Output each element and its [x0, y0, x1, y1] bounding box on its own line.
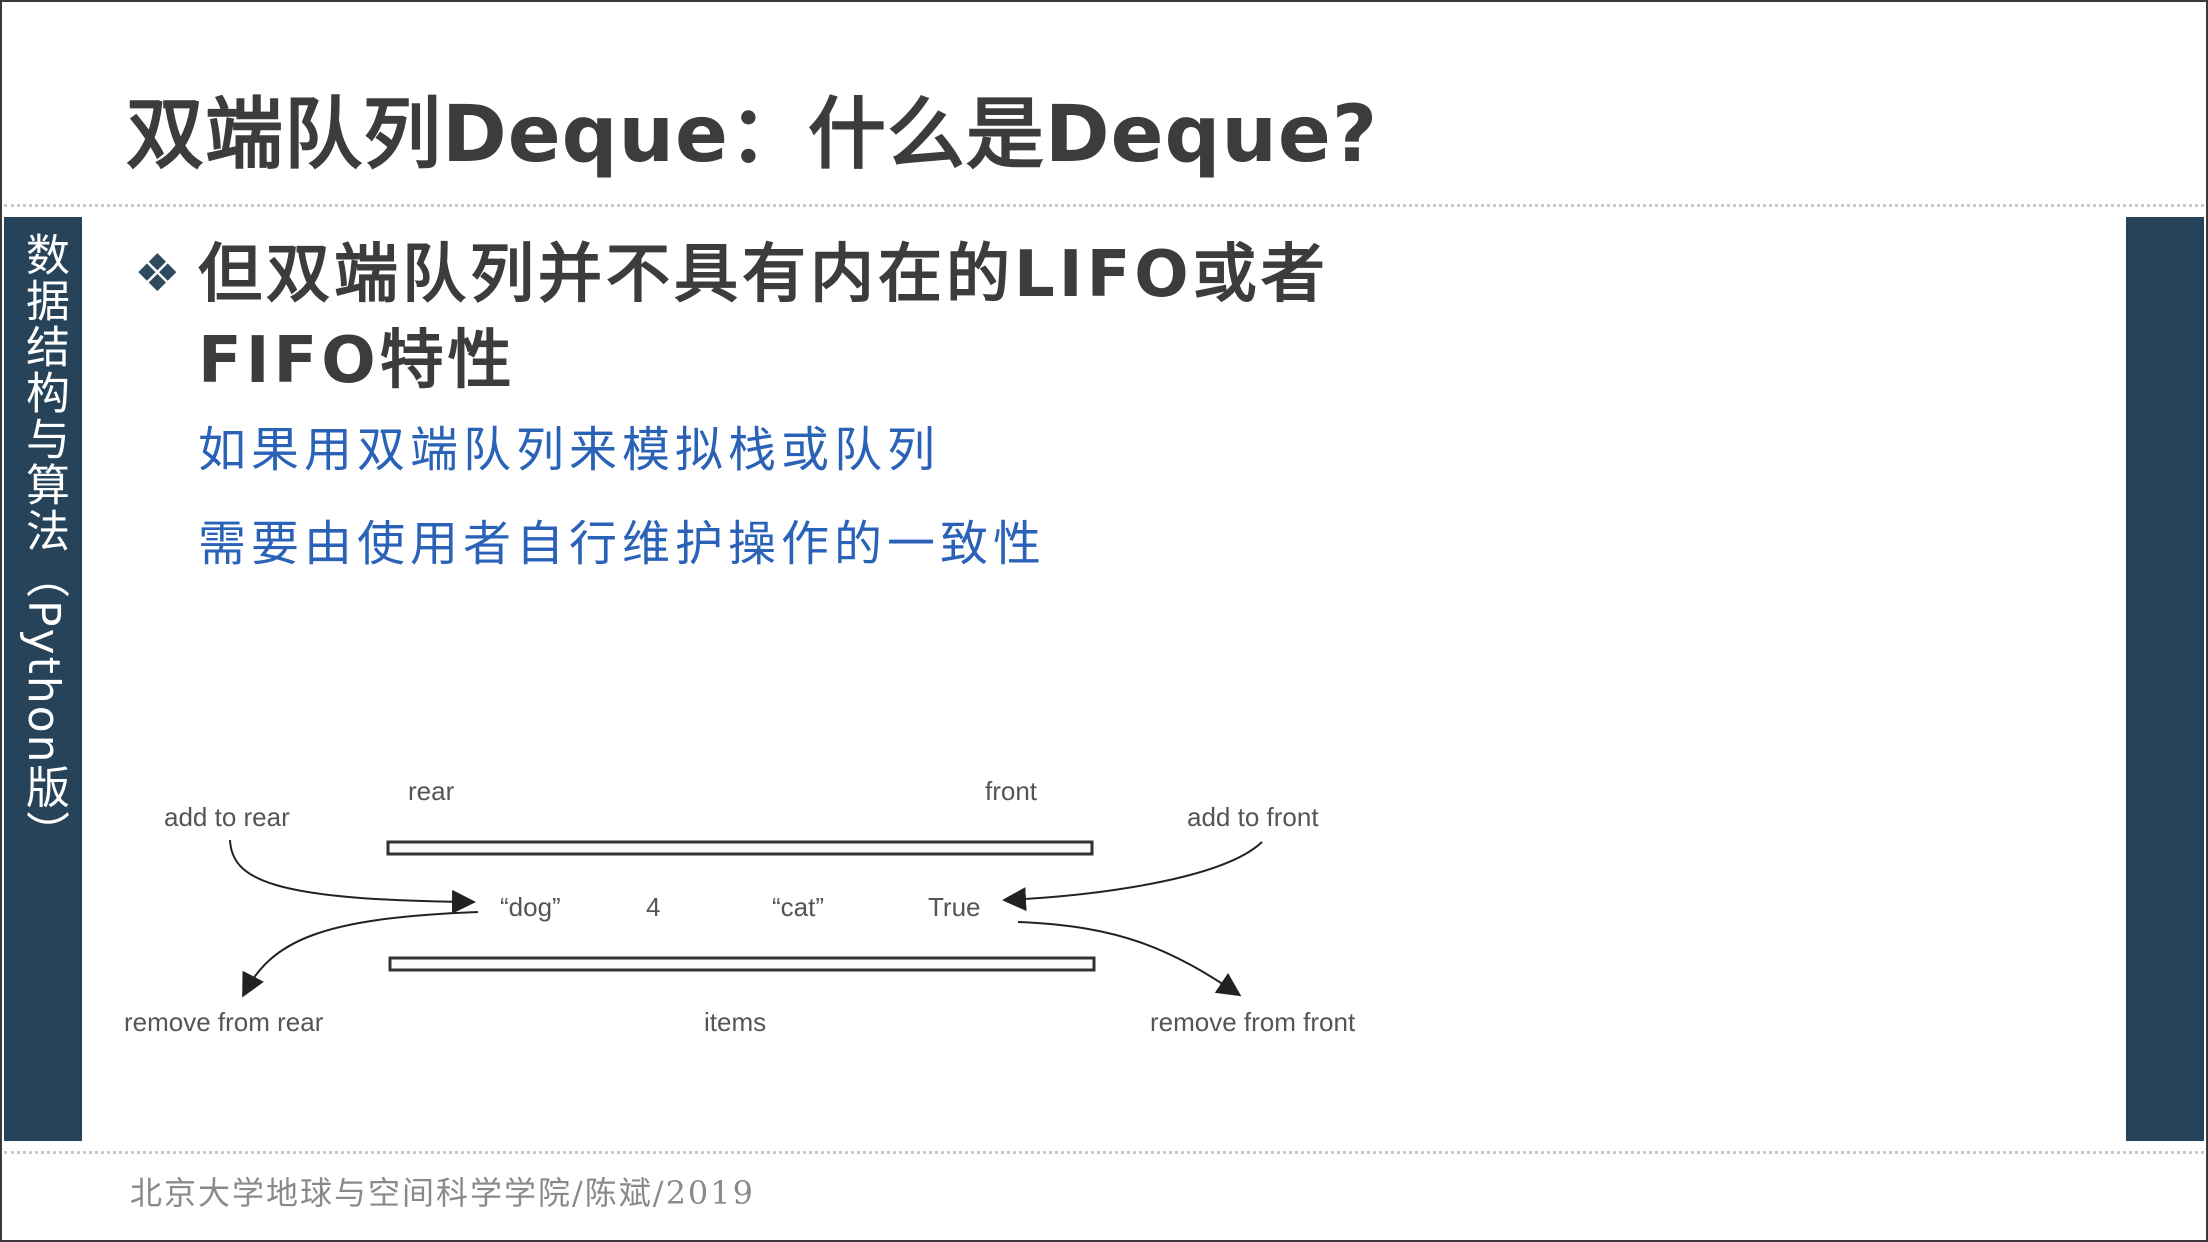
right-sidebar — [2126, 217, 2204, 1141]
deque-diagram-svg: rear front add to rear add to front remo… — [124, 776, 1356, 1037]
add-to-front-label: add to front — [1187, 802, 1319, 832]
remove-from-rear-label: remove from rear — [124, 1007, 324, 1037]
front-label: front — [985, 776, 1038, 806]
left-sidebar — [4, 217, 82, 1141]
course-title-vertical: 数据结构与算法（Python版） — [18, 232, 69, 857]
deque-item: “dog” — [500, 892, 561, 922]
sub-point-2: 需要由使用者自行维护操作的一致性 — [198, 516, 1047, 572]
items-label: items — [704, 1007, 766, 1037]
arrow-add-to-front — [1002, 841, 1263, 912]
deque-item: “cat” — [772, 892, 824, 922]
bottom-divider — [4, 1151, 2204, 1154]
deque-bottom-wall — [388, 956, 1096, 972]
deque-diagram: rear front add to rear add to front remo… — [112, 760, 1392, 1060]
arrow-add-to-rear — [229, 839, 476, 914]
sub-point-1: 如果用双端队列来模拟栈或队列 — [198, 422, 941, 478]
arrow-remove-from-rear — [242, 911, 479, 998]
rear-label: rear — [408, 776, 455, 806]
deque-top-wall — [386, 840, 1094, 856]
arrow-remove-from-front — [1017, 921, 1242, 997]
footer-credit: 北京大学地球与空间科学学院/陈斌/2019 — [130, 1174, 756, 1212]
top-divider — [4, 204, 2204, 207]
deque-item: 4 — [646, 892, 660, 922]
remove-from-front-label: remove from front — [1150, 1007, 1356, 1037]
deque-item: True — [928, 892, 981, 922]
add-to-rear-label: add to rear — [164, 802, 290, 832]
bullet-text: 但双端队列并不具有内在的LIFO或者FIFO特性 — [198, 238, 1329, 398]
slide-title: 双端队列Deque：什么是Deque? — [126, 90, 1379, 180]
diamond-bullet-icon: ❖ — [134, 244, 181, 304]
